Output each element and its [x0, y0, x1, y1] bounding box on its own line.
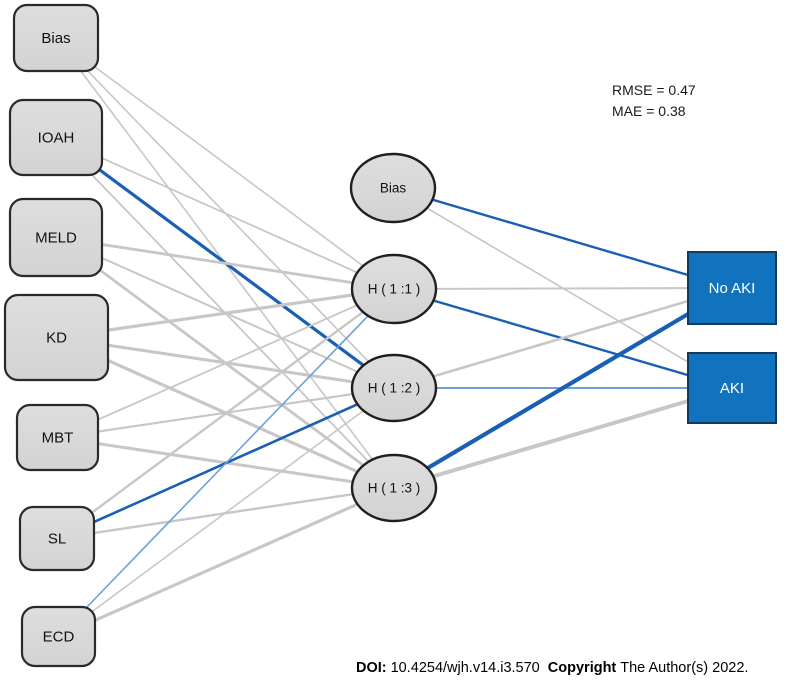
- hidden-node-bias_h: [349, 152, 437, 224]
- input-node-label-sl: SL: [48, 530, 66, 547]
- input-node-label-kd: KD: [46, 329, 67, 346]
- input-node-meld: [8, 197, 104, 278]
- edge-h3-aki: [393, 386, 733, 490]
- model-metrics: RMSE = 0.47 MAE = 0.38: [612, 80, 696, 122]
- edge-sl-h1: [56, 288, 395, 540]
- hidden-node-label-h1: H ( 1 :1 ): [368, 282, 421, 297]
- hidden-node-h1: [350, 253, 438, 325]
- edge-ioah-h1: [55, 136, 395, 290]
- input-node-bias_in: [12, 3, 100, 73]
- copyright-value: The Author(s) 2022.: [620, 660, 749, 676]
- edge-meld-h1: [55, 236, 395, 291]
- input-node-label-ioah: IOAH: [38, 129, 75, 146]
- copyright-label: Copyright: [547, 660, 617, 676]
- input-node-label-bias_in: Bias: [41, 30, 70, 47]
- input-node-ioah: [8, 98, 104, 177]
- hidden-node-h3: [350, 453, 438, 523]
- edge-ecd-h2: [58, 387, 395, 638]
- edge-ecd-h3: [57, 486, 395, 638]
- mae-value: MAE = 0.38: [612, 103, 686, 119]
- input-node-ecd: [20, 605, 97, 668]
- edge-bias_in-h1: [55, 37, 395, 290]
- edge-h1-no_aki: [393, 287, 733, 290]
- edge-bias_h-no_aki: [392, 186, 733, 290]
- input-node-sl: [18, 505, 96, 572]
- output-node-label-aki: AKI: [720, 380, 744, 397]
- edge-h2-no_aki: [393, 286, 733, 390]
- hidden-node-label-bias_h: Bias: [380, 181, 407, 196]
- doi-value: 10.4254/wjh.v14.i3.570: [390, 660, 540, 676]
- input-node-label-mbt: MBT: [42, 429, 74, 446]
- output-node-aki: [687, 352, 777, 424]
- output-node-label-no_aki: No AKI: [709, 280, 756, 297]
- input-node-kd: [3, 293, 110, 382]
- hidden-node-label-h3: H ( 1 :3 ): [368, 481, 421, 496]
- rmse-value: RMSE = 0.47: [612, 82, 696, 98]
- hidden-node-h2: [350, 353, 438, 423]
- hidden-node-label-h2: H ( 1 :2 ): [368, 381, 421, 396]
- input-node-mbt: [15, 403, 100, 472]
- edge-h3-no_aki: [392, 286, 734, 490]
- edge-ecd-h1: [57, 288, 395, 638]
- input-node-label-meld: MELD: [35, 229, 77, 246]
- doi-label: DOI:: [356, 660, 387, 676]
- output-node-no_aki: [687, 251, 777, 325]
- input-node-label-ecd: ECD: [43, 628, 75, 645]
- edge-mbt-h1: [57, 288, 395, 439]
- edge-kd-h1: [56, 287, 395, 340]
